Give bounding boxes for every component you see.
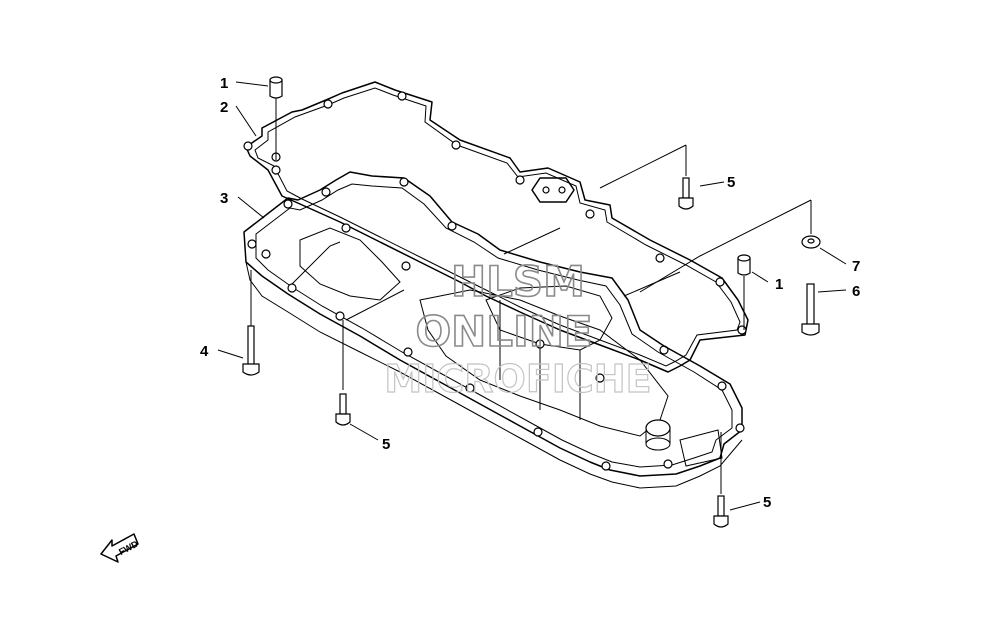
watermark-line-3: MICROFICHE xyxy=(384,357,651,401)
watermark: HLSM ONLINE MICROFICHE xyxy=(384,256,652,401)
callout-1-top: 1 xyxy=(220,75,228,92)
bolt-left xyxy=(242,325,260,376)
bolt-long-right xyxy=(801,283,820,336)
callout-5-top: 5 xyxy=(727,174,735,191)
callout-5-mid: 5 xyxy=(382,436,390,453)
leader-lines xyxy=(217,81,847,511)
callout-6: 6 xyxy=(852,283,860,300)
callout-7: 7 xyxy=(852,258,860,275)
watermark-line-2: ONLINE xyxy=(415,307,592,356)
bolt-bottom-right xyxy=(713,495,729,528)
bolt-top-right xyxy=(678,177,694,210)
callout-4: 4 xyxy=(200,343,209,360)
watermark-line-1: HLSM xyxy=(451,257,585,306)
callout-5-bottom: 5 xyxy=(763,494,771,511)
fwd-arrow-icon: FWD xyxy=(100,533,140,563)
callout-1-right: 1 xyxy=(775,276,783,293)
oil-pan-part xyxy=(243,171,745,489)
callout-labels: 1 2 3 4 5 7 1 6 5 5 xyxy=(200,75,860,511)
dowel-pin-top xyxy=(269,76,283,99)
washer-part xyxy=(801,235,821,249)
callout-2: 2 xyxy=(220,99,228,116)
dowel-pin-right xyxy=(737,254,751,276)
callout-3: 3 xyxy=(220,190,228,207)
bolt-middle xyxy=(335,393,351,426)
